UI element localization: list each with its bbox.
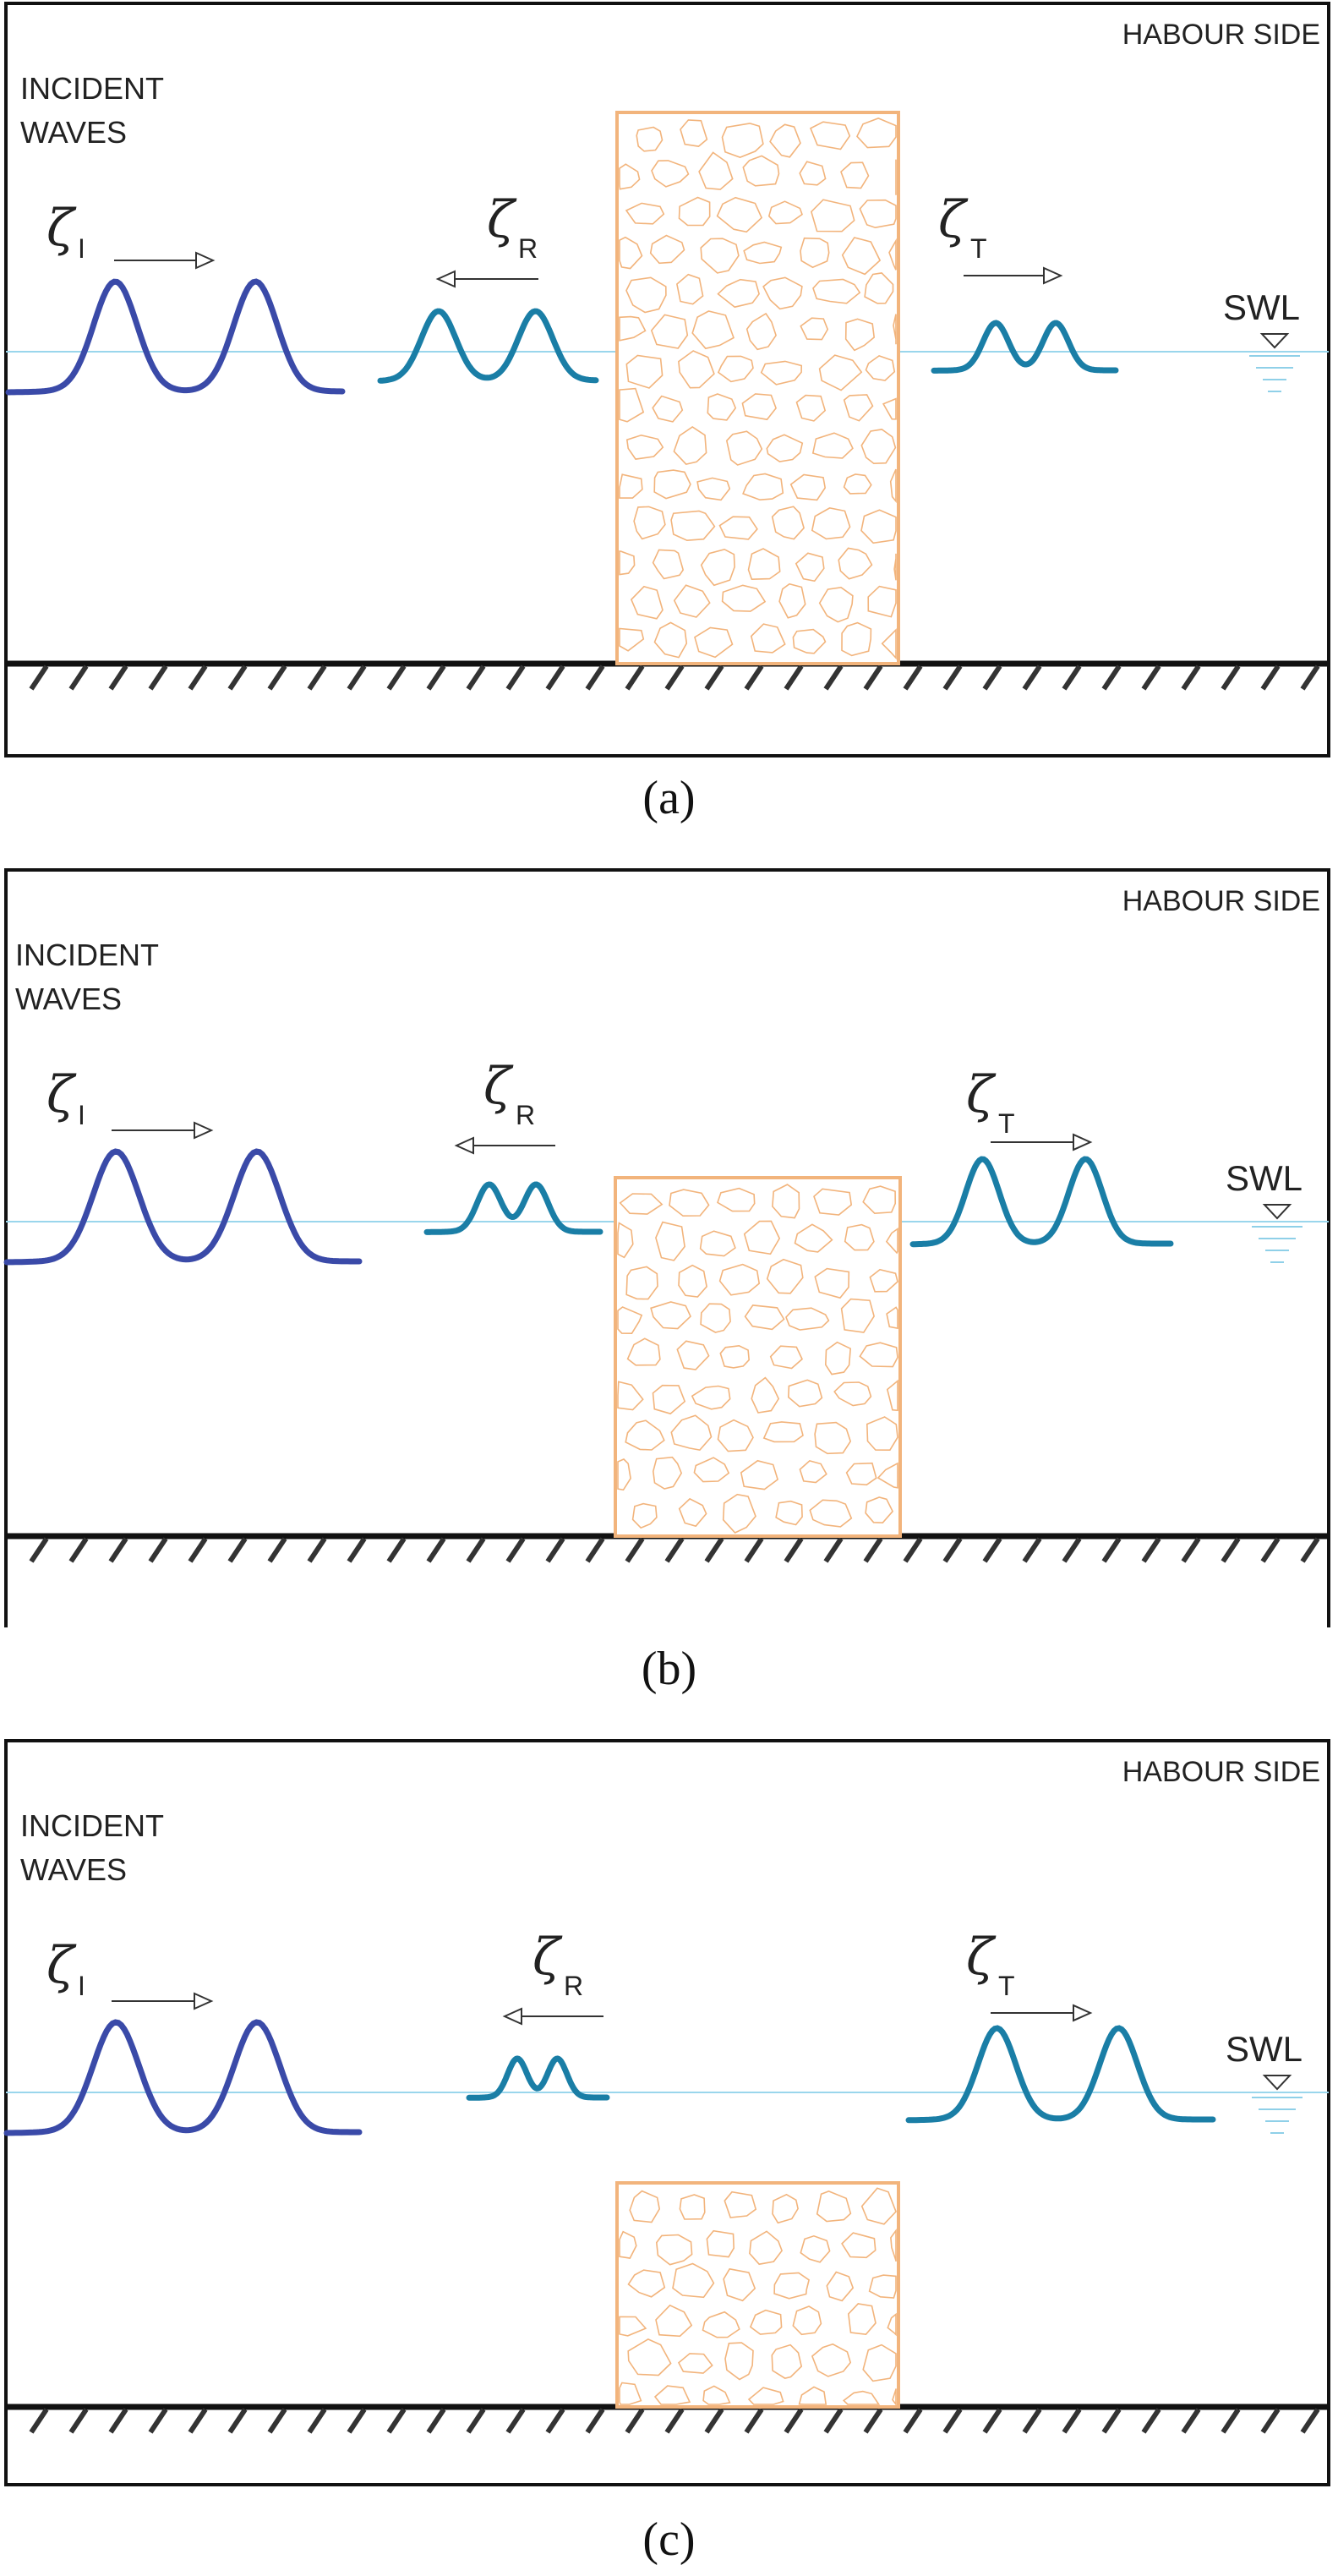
arrow-right-transmitted xyxy=(964,266,1063,285)
zeta-transmitted-symbol: ζ xyxy=(938,190,969,249)
zeta-reflected-symbol: ζ xyxy=(532,1928,563,1987)
zeta-transmitted-symbol: ζ xyxy=(966,1065,997,1124)
incident-waves-label-line1: INCIDENT xyxy=(20,1808,164,1843)
zeta-incident-symbol: ζ xyxy=(46,1936,77,1995)
incident-waves-label-line2: WAVES xyxy=(20,1852,127,1887)
arrow-right-transmitted xyxy=(991,2004,1093,2022)
reflected-wave xyxy=(423,1181,603,1235)
breakwater xyxy=(615,111,900,665)
swl-symbol xyxy=(1249,333,1300,392)
arrow-left-reflected xyxy=(435,270,538,288)
arrow-left-reflected xyxy=(502,2007,603,2026)
zeta-transmitted-subscript: T xyxy=(998,1971,1015,2001)
zeta-incident-subscript: I xyxy=(78,233,85,264)
panel-b: HABOUR SIDE INCIDENT WAVES ζ I ζ R ζ T S… xyxy=(0,867,1338,1627)
arrow-right-incident xyxy=(112,1121,214,1140)
swl-label: SWL xyxy=(1223,287,1300,327)
transmitted-wave xyxy=(931,320,1119,374)
zeta-reflected-subscript: R xyxy=(564,1971,583,2001)
swl-label: SWL xyxy=(1226,2029,1303,2069)
incident-waves-label-line2: WAVES xyxy=(20,115,127,150)
swl-symbol xyxy=(1252,2075,1303,2134)
breakwater xyxy=(615,2181,900,2409)
harbour-side-label: HABOUR SIDE xyxy=(1122,885,1320,917)
reflected-wave xyxy=(466,2055,610,2101)
incident-wave xyxy=(5,278,346,396)
frame xyxy=(4,2,1330,757)
panel-a-diagram: HABOUR SIDE INCIDENT WAVES ζ I ζ R ζ T S… xyxy=(4,2,1330,757)
zeta-reflected-symbol: ζ xyxy=(487,190,517,249)
caption-a: (a) xyxy=(642,772,696,824)
zeta-incident-subscript: I xyxy=(78,1971,85,2001)
zeta-reflected-subscript: R xyxy=(518,233,538,264)
frame xyxy=(4,1739,1330,2486)
transmitted-wave xyxy=(909,1156,1174,1248)
swl-label: SWL xyxy=(1226,1158,1303,1198)
zeta-reflected-symbol: ζ xyxy=(483,1057,514,1116)
incident-wave xyxy=(3,2019,363,2136)
zeta-reflected-subscript: R xyxy=(516,1100,535,1130)
caption-b: (b) xyxy=(641,1643,697,1695)
incident-waves-label-line2: WAVES xyxy=(15,982,122,1016)
panel-c-diagram: HABOUR SIDE INCIDENT WAVES ζ I ζ R ζ T S… xyxy=(3,1739,1330,2486)
panel-a: HABOUR SIDE INCIDENT WAVES ζ I ζ R ζ T S… xyxy=(0,0,1338,761)
zeta-transmitted-subscript: T xyxy=(970,233,987,264)
arrow-right-transmitted xyxy=(991,1133,1093,1151)
frame xyxy=(4,868,1330,1627)
zeta-transmitted-symbol: ζ xyxy=(966,1928,997,1987)
seabed-hatching xyxy=(29,665,1320,691)
caption-c: (c) xyxy=(642,2513,696,2566)
arrow-left-reflected xyxy=(454,1136,555,1155)
transmitted-wave xyxy=(905,2025,1216,2124)
panel-c: HABOUR SIDE INCIDENT WAVES ζ I ζ R ζ T S… xyxy=(0,1737,1338,2498)
zeta-incident-symbol: ζ xyxy=(46,199,77,258)
zeta-incident-subscript: I xyxy=(78,1100,85,1130)
harbour-side-label: HABOUR SIDE xyxy=(1122,19,1320,51)
zeta-incident-symbol: ζ xyxy=(46,1065,77,1124)
seabed-hatching xyxy=(29,1537,1320,1563)
harbour-side-label: HABOUR SIDE xyxy=(1122,1756,1320,1788)
seabed-hatching xyxy=(29,2408,1320,2434)
panel-b-diagram: HABOUR SIDE INCIDENT WAVES ζ I ζ R ζ T S… xyxy=(3,868,1330,1627)
incident-waves-label-line1: INCIDENT xyxy=(15,938,159,972)
arrow-right-incident xyxy=(112,1992,214,2010)
incident-waves-label-line1: INCIDENT xyxy=(20,71,164,106)
swl-symbol xyxy=(1252,1204,1303,1263)
incident-wave xyxy=(3,1148,363,1266)
arrow-right-incident xyxy=(114,251,216,270)
breakwater xyxy=(614,1176,902,1538)
reflected-wave xyxy=(377,308,599,384)
zeta-transmitted-subscript: T xyxy=(998,1108,1015,1139)
